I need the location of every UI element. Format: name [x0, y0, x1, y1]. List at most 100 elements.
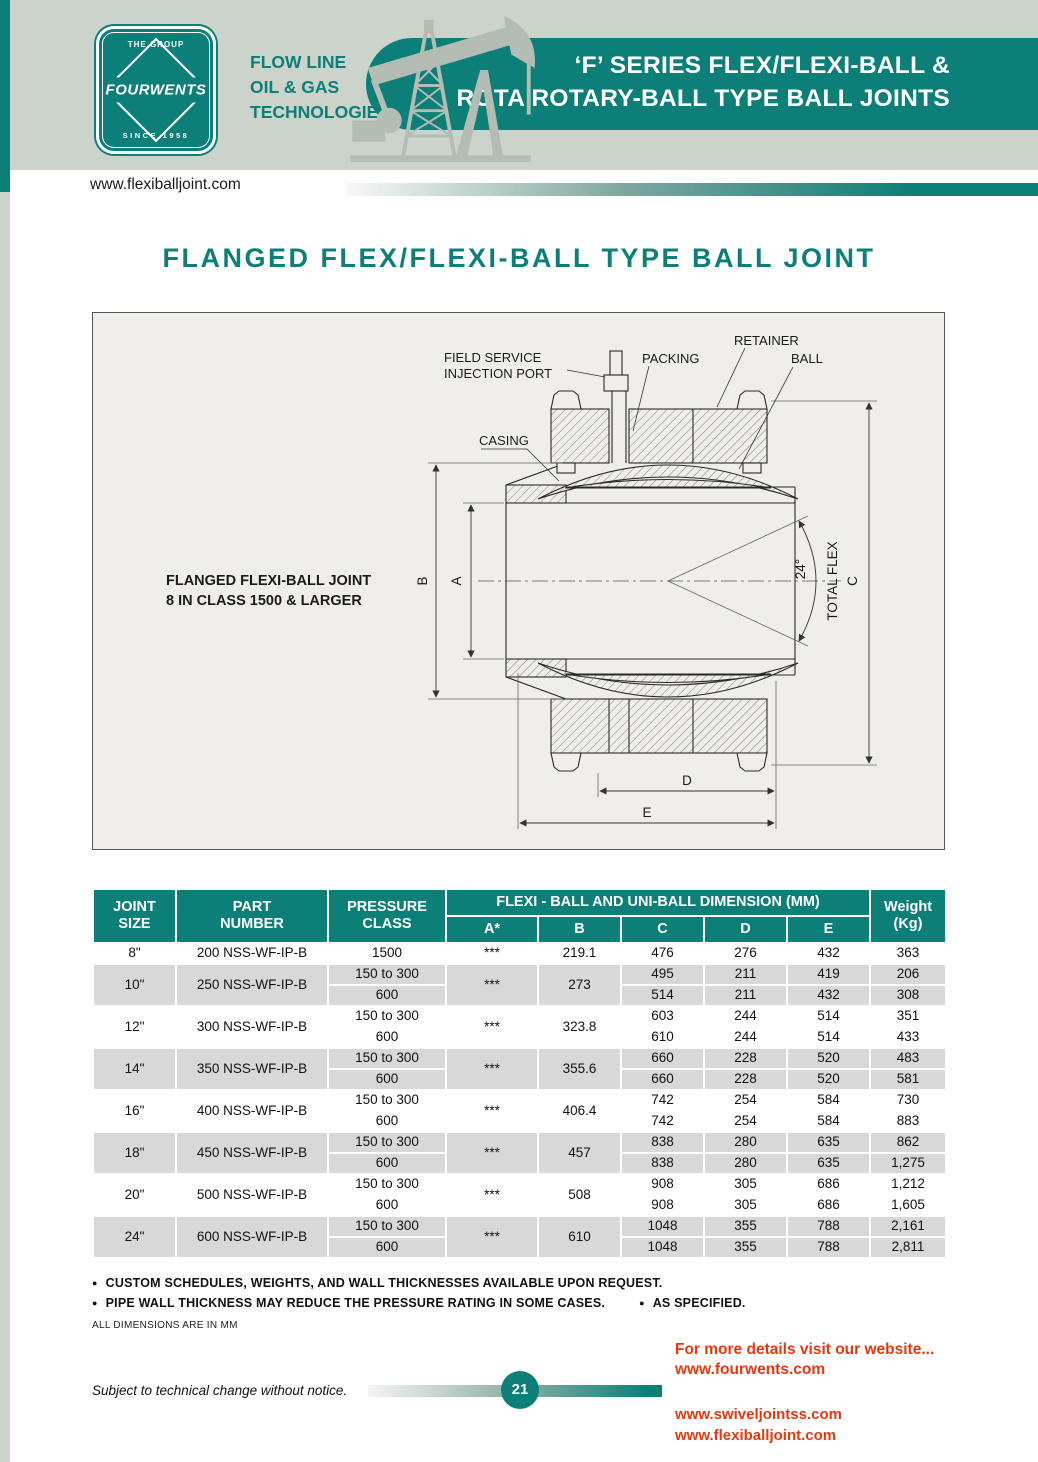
col-header-dim-a: A* [445, 915, 539, 944]
fourwents-logo: THE GROUP FOURWENTS SINCE 1958 [96, 26, 216, 154]
cell-dim-e: 686 [786, 1194, 871, 1217]
col-header-text: PART [232, 898, 272, 915]
cell-dim-e: 432 [786, 942, 871, 965]
cell-weight: 1,605 [869, 1194, 947, 1217]
col-header-text: Weight [883, 898, 933, 915]
logo-since-text: SINCE 1958 [122, 131, 190, 140]
col-header-text: JOINT [113, 898, 156, 915]
cell-weight: 581 [869, 1068, 947, 1091]
cell-weight: 883 [869, 1110, 947, 1133]
cell-dim-e: 635 [786, 1131, 871, 1154]
series-title-line2: ROTA ROTARY-BALL TYPE BALL JOINTS [456, 85, 950, 112]
more-details-text: For more details visit our website... [675, 1341, 935, 1358]
cell-dim-c: 908 [620, 1194, 705, 1217]
footnote-line-2: PIPE WALL THICKNESS MAY REDUCE THE PRESS… [92, 1296, 945, 1310]
cell-dim-d: 228 [703, 1047, 788, 1070]
cell-joint-size: 14" [92, 1047, 177, 1091]
cell-dim-d: 254 [703, 1110, 788, 1133]
cell-dim-d: 305 [703, 1194, 788, 1217]
diagram-panel: FIELD SERVICE INJECTION PORT PACKING RET… [92, 312, 945, 850]
page-header: THE GROUP FOURWENTS SINCE 1958 FLOW LINE… [10, 0, 1038, 170]
cell-joint-size: 8" [92, 942, 177, 965]
cell-pressure-class: 150 to 300 [327, 1173, 447, 1196]
diagram-caption-line1: FLANGED FLEXI-BALL JOINT [166, 573, 371, 589]
col-header-joint-size: JOINT SIZE [92, 888, 177, 944]
cell-dim-c: 838 [620, 1131, 705, 1154]
cell-dim-e: 514 [786, 1005, 871, 1028]
col-header-text: SIZE [118, 916, 151, 932]
cell-joint-size: 10" [92, 963, 177, 1007]
cell-dim-c: 838 [620, 1152, 705, 1175]
logo-brand-name: FOURWENTS [103, 77, 209, 103]
cell-dim-e: 635 [786, 1152, 871, 1175]
cell-dim-b: 406.4 [537, 1089, 622, 1133]
cell-weight: 2,161 [869, 1215, 947, 1238]
dimensions-note: ALL DIMENSIONS ARE IN MM [92, 1320, 238, 1331]
col-header-dim-e: E [786, 915, 871, 944]
cell-dim-d: 355 [703, 1236, 788, 1259]
cell-part-number: 350 NSS-WF-IP-B [175, 1047, 329, 1091]
cell-part-number: 300 NSS-WF-IP-B [175, 1005, 329, 1049]
flexiballjoint-url[interactable]: www.flexiballjoint.com [675, 1427, 837, 1444]
more-details-block: For more details visit our website... ww… [675, 1340, 934, 1380]
cell-weight: 1,275 [869, 1152, 947, 1175]
cell-pressure-class: 600 [327, 1194, 447, 1217]
spec-table: JOINT SIZE PART NUMBER PRESSURE CLASS FL… [92, 888, 947, 1259]
cell-dim-c: 1048 [620, 1215, 705, 1238]
cell-pressure-class: 150 to 300 [327, 1215, 447, 1238]
series-title-line1: ‘F’ SERIES FLEX/FLEXI-BALL & [574, 52, 950, 79]
spec-table-head: JOINT SIZE PART NUMBER PRESSURE CLASS FL… [92, 888, 947, 944]
cell-dim-e: 520 [786, 1068, 871, 1091]
company-tagline: FLOW LINE OIL & GAS TECHNOLOGIES [250, 50, 390, 125]
col-header-weight: Weight (Kg) [869, 888, 947, 944]
cell-weight: 2,811 [869, 1236, 947, 1259]
cell-pressure-class: 600 [327, 984, 447, 1007]
cell-dim-a: *** [445, 1005, 539, 1049]
label-casing: CASING [479, 433, 529, 448]
logo-group-text: THE GROUP [127, 40, 185, 49]
dim-label-e: E [642, 805, 651, 820]
fourwents-url[interactable]: www.fourwents.com [675, 1361, 826, 1378]
cell-dim-a: *** [445, 1131, 539, 1175]
cell-joint-size: 16" [92, 1089, 177, 1133]
cell-joint-size: 20" [92, 1173, 177, 1217]
cell-part-number: 500 NSS-WF-IP-B [175, 1173, 329, 1217]
cell-part-number: 250 NSS-WF-IP-B [175, 963, 329, 1007]
footnotes: CUSTOM SCHEDULES, WEIGHTS, AND WALL THIC… [92, 1276, 945, 1316]
cell-dim-b: 355.6 [537, 1047, 622, 1091]
footnote-custom-schedules: CUSTOM SCHEDULES, WEIGHTS, AND WALL THIC… [92, 1276, 663, 1290]
cell-joint-size: 18" [92, 1131, 177, 1175]
footnote-wall-thickness: PIPE WALL THICKNESS MAY REDUCE THE PRESS… [92, 1296, 605, 1310]
swiveljoint-url[interactable]: www.swiveljointss.com [675, 1406, 842, 1423]
cell-weight: 351 [869, 1005, 947, 1028]
cell-dim-c: 610 [620, 1026, 705, 1049]
diagram-caption-line2: 8 IN CLASS 1500 & LARGER [166, 593, 362, 609]
cell-dim-a: *** [445, 1215, 539, 1259]
spec-table-wrap: JOINT SIZE PART NUMBER PRESSURE CLASS FL… [92, 888, 947, 1259]
cell-dim-b: 219.1 [537, 942, 622, 965]
cell-joint-size: 24" [92, 1215, 177, 1259]
col-header-text: PRESSURE [347, 898, 427, 915]
cell-dim-c: 908 [620, 1173, 705, 1196]
col-header-dim-d: D [703, 915, 788, 944]
cell-dim-c: 495 [620, 963, 705, 986]
website-url[interactable]: www.flexiballjoint.com [90, 176, 241, 193]
cell-dim-d: 211 [703, 984, 788, 1007]
cell-dim-b: 508 [537, 1173, 622, 1217]
page-number-badge: 21 [501, 1371, 539, 1409]
cell-part-number: 450 NSS-WF-IP-B [175, 1131, 329, 1175]
cell-dim-a: *** [445, 1047, 539, 1091]
cell-dim-c: 603 [620, 1005, 705, 1028]
cell-dim-e: 432 [786, 984, 871, 1007]
